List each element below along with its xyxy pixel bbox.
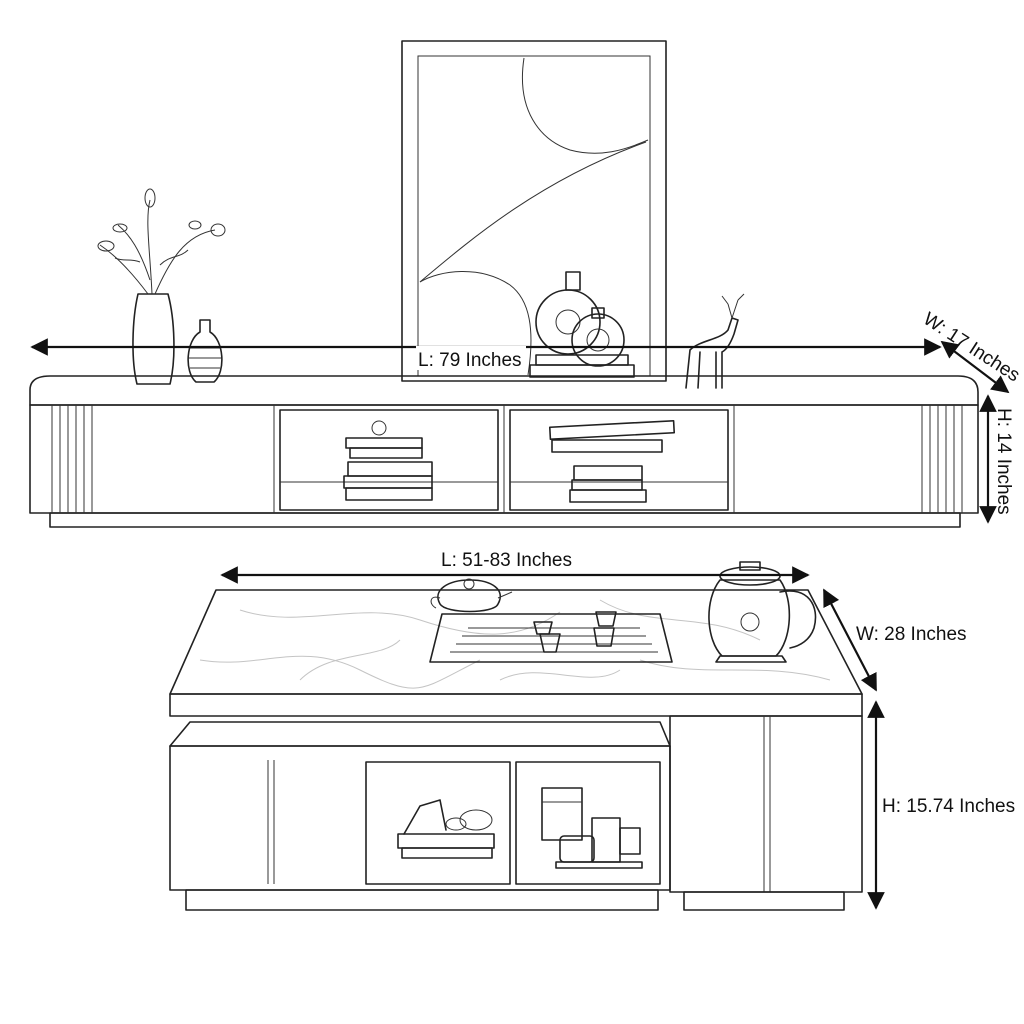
tea-cups bbox=[533, 611, 617, 653]
books-and-snacks bbox=[397, 799, 495, 859]
coffee-table-length-label: L: 51-83 Inches bbox=[441, 550, 572, 571]
coffee-table-width-arrow bbox=[823, 588, 877, 692]
tv-stand-length-label: L: 79 Inches bbox=[418, 350, 522, 371]
teapot bbox=[430, 578, 513, 613]
coffee-table-right-cabinet bbox=[669, 715, 863, 911]
ring-sculpture bbox=[529, 271, 635, 378]
books-left-compartment bbox=[343, 420, 433, 501]
tv-stand-illustration bbox=[29, 40, 979, 528]
coffee-table-width-label: W: 28 Inches bbox=[856, 624, 967, 645]
tv-stand-cabinet bbox=[29, 375, 979, 528]
electric-kettle bbox=[708, 561, 817, 663]
flower-vase bbox=[97, 188, 226, 385]
wall-art-frame bbox=[401, 40, 667, 382]
tv-stand-width-arrow bbox=[940, 340, 1010, 394]
tea-set-items bbox=[541, 787, 643, 869]
coffee-table-left-cabinet bbox=[169, 721, 671, 911]
coffee-table-dimensions: L: 51-83 Inches W: 28 Inches H: 15.74 In… bbox=[220, 550, 1015, 910]
marble-tabletop bbox=[169, 589, 863, 717]
coffee-table-height-label: H: 15.74 Inches bbox=[882, 796, 1015, 817]
tv-stand-dimensions: L: 79 Inches W: 17 Inches H: 14 Inches bbox=[30, 309, 1023, 524]
deer-figurine bbox=[685, 293, 745, 389]
tv-stand-height-label: H: 14 Inches bbox=[993, 408, 1014, 515]
coffee-table-illustration bbox=[169, 561, 863, 911]
small-decorative-vase bbox=[187, 319, 223, 383]
books-right-compartment bbox=[548, 419, 676, 503]
